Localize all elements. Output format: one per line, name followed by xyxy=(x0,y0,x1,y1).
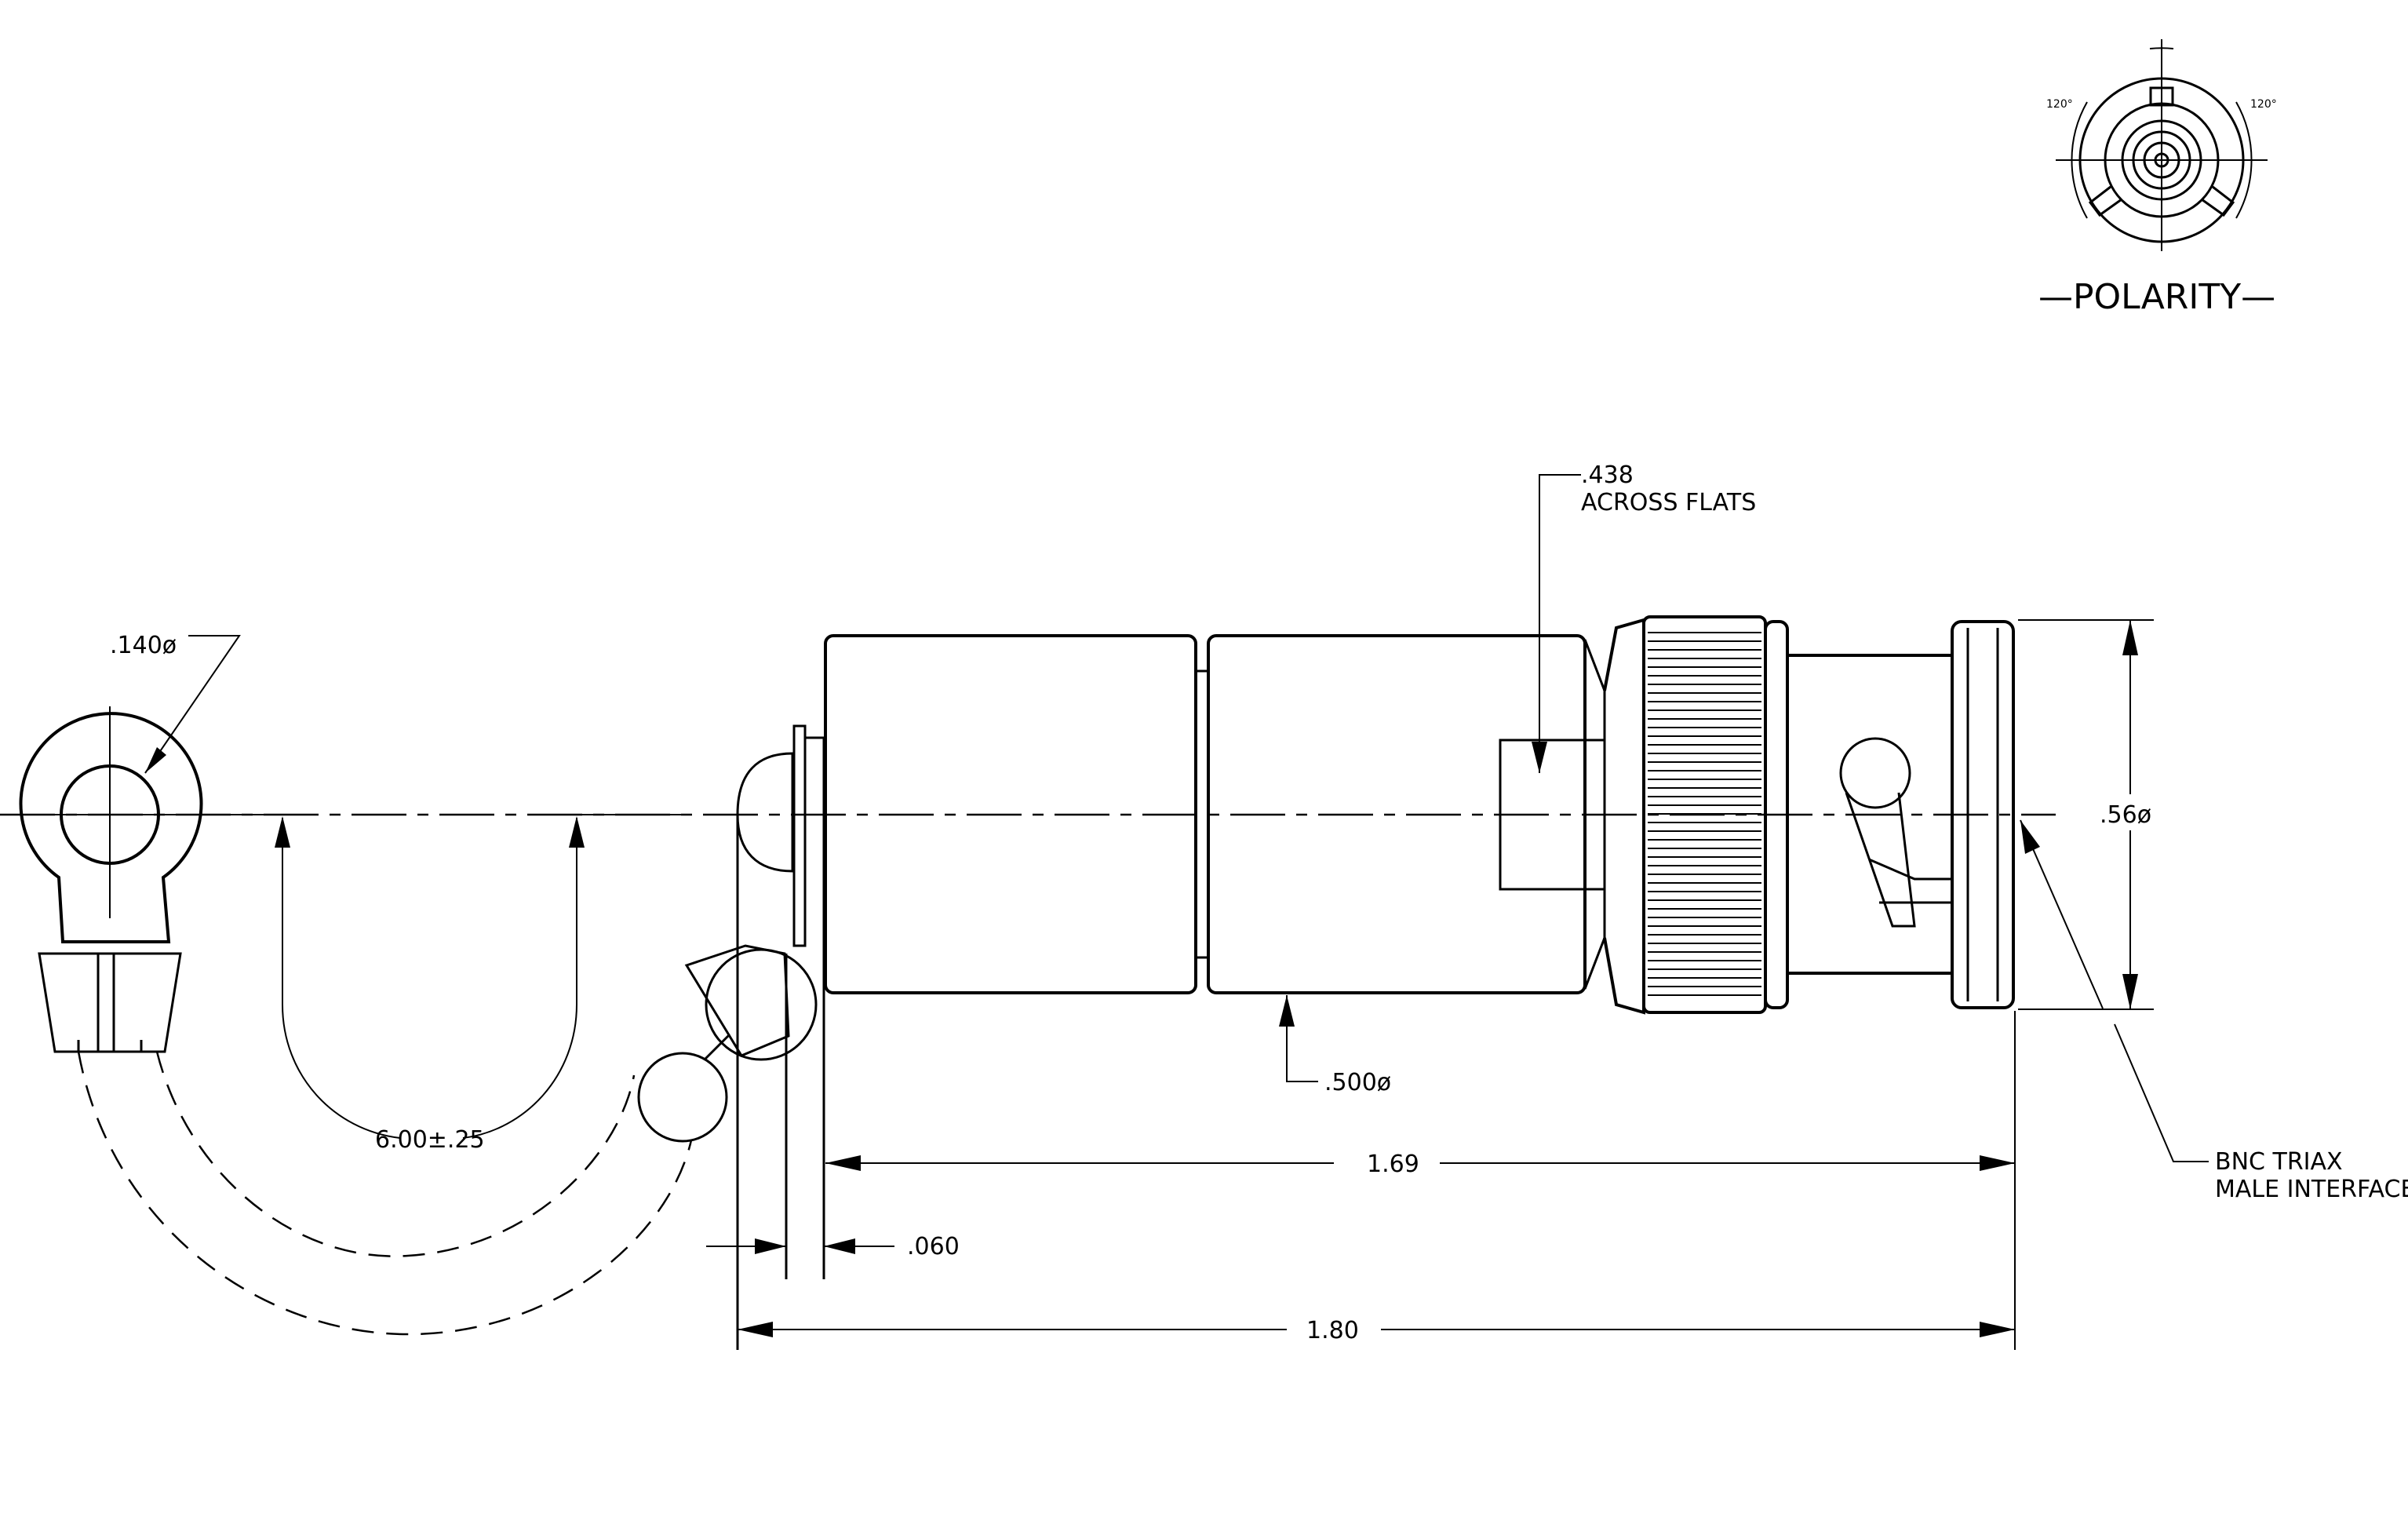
overall-dia-label: .56ø xyxy=(2100,801,2151,829)
cable xyxy=(77,1033,731,1336)
back-clip xyxy=(684,724,825,1350)
dimensions: .140ø .438 ACROSS FLATS .500ø .56ø BNC T… xyxy=(110,461,2408,1350)
thickness-label: .060 xyxy=(907,1233,960,1260)
hole-dia-label: .140ø xyxy=(110,632,177,659)
polarity-view: 120° 120° —POLARITY— xyxy=(2038,39,2277,317)
polarity-angle-left: 120° xyxy=(2046,98,2073,111)
body-dia-label: .500ø xyxy=(1324,1069,1391,1096)
cable-length-label: 6.00±.25 xyxy=(375,1126,485,1154)
bayonet-front xyxy=(1786,620,2015,1009)
callout-line2: MALE INTERFACE xyxy=(2215,1176,2408,1203)
connector-body xyxy=(824,634,1606,994)
callout-line1: BNC TRIAX xyxy=(2215,1148,2343,1176)
flats-value-label: .438 xyxy=(1581,461,1634,489)
length-1-label: 1.69 xyxy=(1367,1151,1419,1178)
coupling-nut xyxy=(1603,615,1789,1015)
ring-terminal xyxy=(0,635,241,1053)
flats-text-label: ACROSS FLATS xyxy=(1581,489,1756,516)
polarity-angle-right: 120° xyxy=(2250,98,2277,111)
polarity-label: —POLARITY— xyxy=(2038,277,2275,317)
length-2-label: 1.80 xyxy=(1306,1317,1359,1344)
